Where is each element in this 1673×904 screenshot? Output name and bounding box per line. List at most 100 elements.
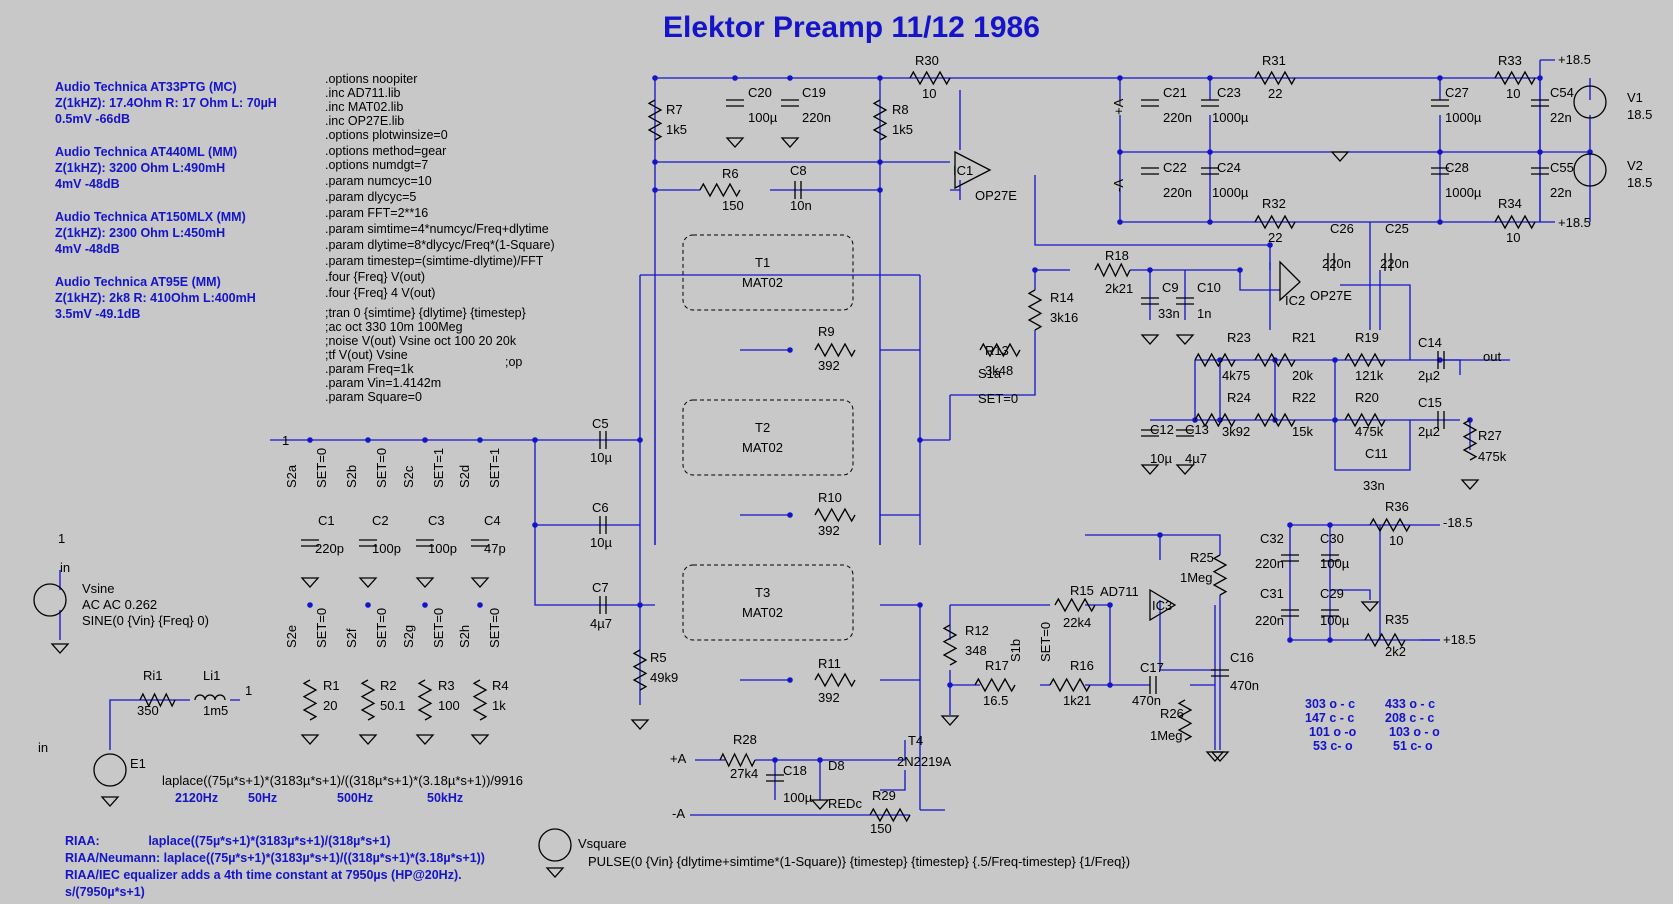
capacitor-symbol [1176, 429, 1194, 437]
component-ref: C15 [1418, 395, 1442, 410]
out-label: out [1483, 349, 1501, 364]
directive-line: .param simtime=4*numcyc/Freq+dlytime [325, 222, 549, 236]
junction-dot [307, 437, 313, 443]
junction-dot [1537, 149, 1543, 155]
component-value: REDc [828, 796, 862, 811]
component-ref: R17 [985, 658, 1009, 673]
ic-ref: IC3 [1152, 598, 1172, 613]
capacitor-symbol [1437, 411, 1445, 429]
frequency-labels: 2120Hz 50Hz 500Hz 50kHz [175, 791, 463, 805]
ground-symbol [726, 137, 744, 148]
component-value: 220n [802, 110, 831, 125]
junction-dot [637, 437, 643, 443]
junction-dot [772, 757, 778, 763]
ic-type: AD711 [1100, 584, 1139, 599]
component-ref: R6 [722, 166, 739, 181]
ic-labels: IC1 OP27E IC2 OP27E IC3 AD711 [953, 163, 1352, 613]
ground-symbol [416, 734, 434, 745]
directive-line: .options numdgt=7 [325, 158, 428, 172]
resistor-symbol [719, 752, 756, 768]
resistor-symbol [1494, 214, 1536, 230]
component-ref: Ri1 [143, 668, 163, 683]
ground-symbol [546, 867, 564, 878]
resistor-symbol [909, 70, 951, 86]
switch-state: SET=0 [431, 608, 446, 648]
junction-dot [652, 75, 658, 81]
component-ref: R7 [666, 102, 683, 117]
component-value: 3k16 [1050, 310, 1078, 325]
junction-dot [1117, 149, 1123, 155]
node-label: in [38, 740, 48, 755]
directive-line: .inc OP27E.lib [325, 114, 404, 128]
ground-symbol [781, 137, 799, 148]
transistor-type: MAT02 [742, 605, 783, 620]
junction-dot [1207, 75, 1213, 81]
resistor-symbol [869, 807, 911, 823]
component-value: 4µ7 [590, 616, 612, 631]
switch-ref: S2f [344, 628, 359, 648]
directive-line: .four {Freq} V(out) [325, 270, 425, 284]
directive-line: .param dlytime=8*dlycyc/Freq*(1-Square) [325, 238, 555, 252]
v1-value: 18.5 [1627, 107, 1652, 122]
directive-line: .param Square=0 [325, 390, 422, 404]
component-ref: R9 [818, 324, 835, 339]
component-ref: C16 [1230, 650, 1254, 665]
ground-symbol [1141, 464, 1159, 475]
cartridge-spec: Z(1kHZ): 3200 Ohm L:490mH [55, 161, 225, 175]
component-value: 22n [1550, 110, 1572, 125]
component-value: 150 [722, 198, 744, 213]
junction-dot [365, 437, 371, 443]
component-ref: R10 [818, 490, 842, 505]
spice-directives: .options noopiter.inc AD711.lib.inc MAT0… [325, 72, 555, 404]
ground-symbol [471, 577, 489, 588]
switch-state: SET=0 [1038, 622, 1053, 662]
cartridge-level: 4mV -48dB [55, 242, 120, 256]
component-value: 100µ [1320, 613, 1350, 628]
inductor-symbol [194, 694, 226, 701]
component-value: 22 [1268, 86, 1282, 101]
switch-ref: S1a [978, 366, 1002, 381]
riaa-note: RIAA/IEC equalizer adds a 4th time const… [65, 868, 462, 882]
resistor-symbol [1364, 632, 1406, 648]
junction-dot [1147, 267, 1153, 273]
resistor-symbol [139, 692, 176, 708]
cartridge-name: Audio Technica AT440ML (MM) [55, 145, 237, 159]
cartridge-spec: Z(1kHZ): 2k8 R: 410Ohm L:400mH [55, 291, 256, 305]
component-ref: R12 [965, 623, 989, 638]
component-value: 1000µ [1445, 110, 1482, 125]
cartridge-name: Audio Technica AT95E (MM) [55, 275, 221, 289]
supply-label: +A [670, 751, 687, 766]
component-value: 1k5 [892, 122, 913, 137]
component-ref: C4 [484, 513, 501, 528]
capacitor-symbol [1531, 99, 1549, 107]
resistor-symbol [942, 624, 958, 666]
resistor-symbol [1369, 517, 1411, 533]
supply-label: -A [1111, 179, 1126, 192]
component-ref: R35 [1385, 612, 1409, 627]
resistor-symbol [974, 677, 1016, 693]
switch-ref: S1b [1008, 639, 1023, 662]
transistor-type: MAT02 [742, 440, 783, 455]
junction-dot [787, 75, 793, 81]
component-value: 1n [1197, 306, 1211, 321]
component-ref: R25 [1190, 550, 1214, 565]
component-ref: R16 [1070, 658, 1094, 673]
ground-symbol [359, 577, 377, 588]
resistor-symbol [814, 342, 856, 358]
component-value: 33n [1363, 478, 1385, 493]
transistor-type: MAT02 [742, 275, 783, 290]
resistor-symbol [417, 679, 433, 721]
component-value: 1k5 [666, 122, 687, 137]
junction-dot [1537, 75, 1543, 81]
riaa-notes: RIAA: laplace((75µ*s+1)*(3183µ*s+1)/(318… [65, 834, 485, 899]
capacitor-symbol [1321, 609, 1339, 617]
capacitor-symbol [599, 431, 607, 449]
component-ref: R19 [1355, 330, 1379, 345]
component-ref: R22 [1292, 390, 1316, 405]
component-ref: C18 [783, 763, 807, 778]
supply-label: -A [672, 806, 685, 821]
component-ref: R2 [380, 678, 397, 693]
component-value: 2k2 [1385, 644, 1406, 659]
switch-ref: S2d [457, 465, 472, 488]
